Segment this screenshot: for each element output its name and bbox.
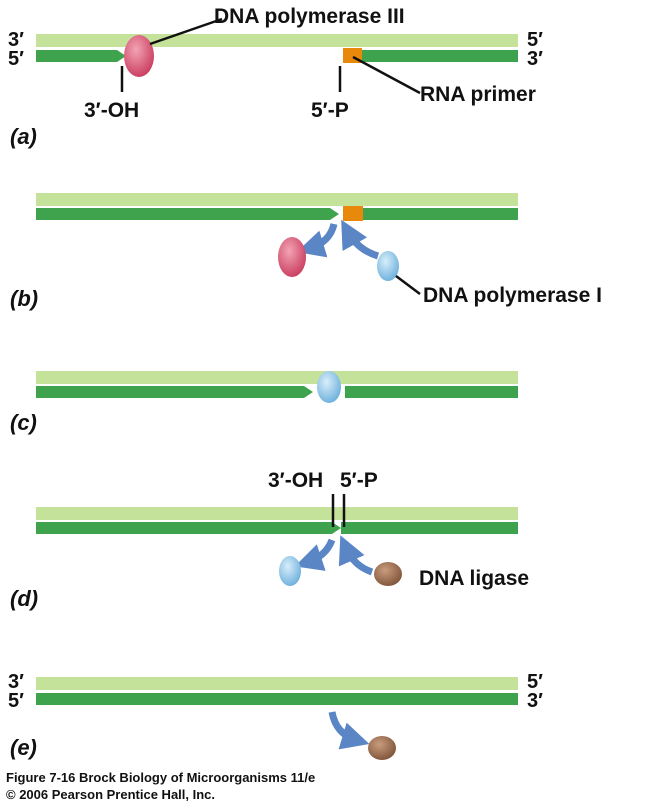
panel-c: (c)	[10, 371, 518, 435]
panel-e: 3′ 5′ 5′ 3′ (e)	[8, 671, 543, 760]
leader-line	[149, 17, 223, 46]
end-label-right-top: 5′	[527, 29, 543, 51]
end-label-left-bottom: 5′	[8, 690, 24, 712]
new-strand-right	[362, 50, 518, 62]
binding-arrow	[338, 535, 374, 576]
hydroxyl-end-label: 3′-OH	[268, 469, 323, 492]
end-label-right-bottom: 3′	[527, 48, 543, 70]
template-strand	[36, 677, 518, 690]
dna-ligase-label: DNA ligase	[419, 567, 529, 590]
phosphate-end-label: 5′-P	[311, 99, 349, 122]
end-label-left-top: 3′	[8, 29, 24, 51]
release-arrow	[296, 223, 338, 258]
template-strand	[36, 34, 518, 47]
panel-label: (d)	[10, 586, 38, 611]
end-label-right-bottom: 3′	[527, 690, 543, 712]
end-label-left-top: 3′	[8, 671, 24, 693]
copyright-notice: © 2006 Pearson Prentice Hall, Inc.	[6, 787, 216, 802]
panel-label: (a)	[10, 124, 37, 149]
end-label-right-top: 5′	[527, 671, 543, 693]
new-strand-right	[345, 386, 518, 398]
dna-polymerase-i	[377, 251, 399, 281]
leader-line	[395, 275, 421, 295]
rna-primer	[343, 206, 363, 221]
binding-arrow	[341, 219, 380, 260]
panel-label: (c)	[10, 410, 37, 435]
dna-polymerase-i	[279, 556, 301, 586]
leader-line	[352, 55, 421, 95]
dna-polymerase-i-label: DNA polymerase I	[423, 284, 602, 307]
dna-polymerase-iii	[278, 237, 306, 277]
template-strand	[36, 507, 518, 520]
rna-primer-label: RNA primer	[420, 83, 536, 106]
dna-polymerase-iii-label: DNA polymerase III	[214, 5, 405, 28]
new-strand-left	[36, 208, 339, 220]
new-strand-left	[36, 386, 313, 398]
new-strand-left	[36, 522, 341, 534]
panel-a: 3′ 5′ 5′ 3′ 3′-OH 5′-P DNA polymerase II…	[8, 5, 543, 149]
release-arrow	[294, 538, 336, 571]
phosphate-end-label: 5′-P	[340, 469, 378, 492]
new-strand-right	[341, 522, 518, 534]
hydroxyl-end-label: 3′-OH	[84, 99, 139, 122]
dna-polymerase-iii	[124, 35, 154, 77]
new-strand	[36, 693, 518, 705]
dna-polymerase-i	[317, 371, 341, 403]
figure-caption: Figure 7-16 Brock Biology of Microorgani…	[6, 770, 316, 785]
panel-b: DNA polymerase I (b)	[10, 193, 602, 311]
panel-label: (b)	[10, 286, 38, 311]
dna-ligase	[368, 736, 396, 760]
panel-d: 3′-OH 5′-P DNA ligase (d)	[10, 469, 529, 611]
new-strand-left	[36, 50, 126, 62]
dna-ligase	[374, 562, 402, 586]
release-arrow	[328, 711, 370, 750]
template-strand	[36, 193, 518, 206]
new-strand-right	[363, 208, 518, 220]
end-label-left-bottom: 5′	[8, 48, 24, 70]
panel-label: (e)	[10, 735, 37, 760]
template-strand	[36, 371, 518, 384]
